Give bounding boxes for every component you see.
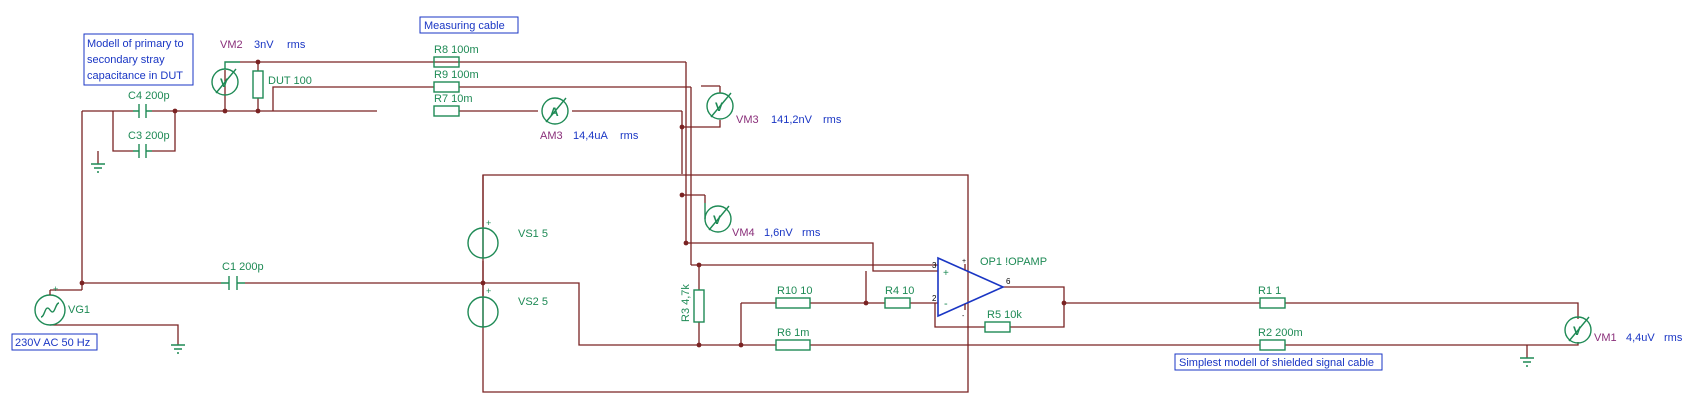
r6-label: R6 1m xyxy=(777,327,809,339)
note-shield-cable: Simplest modell of shielded signal cable xyxy=(1174,353,1383,371)
am3-value: 14,4uA xyxy=(573,130,609,142)
note-source-spec: 230V AC 50 Hz xyxy=(11,333,98,351)
note-line-1: Modell of primary to xyxy=(87,38,184,50)
vs1-source: + xyxy=(467,218,499,259)
r8-label: R8 100m xyxy=(434,44,479,56)
r4-label: R4 10 xyxy=(885,285,914,297)
c3-capacitor xyxy=(133,144,152,158)
meter-readouts: VM2 3nV rms AM3 14,4uA rms VM3 141,2nV r… xyxy=(220,39,1683,344)
vm3-value: 141,2nV xyxy=(771,114,813,126)
vm2-unit: rms xyxy=(287,39,306,51)
capacitors xyxy=(133,104,245,290)
r5-label: R5 10k xyxy=(987,309,1022,321)
svg-text:+: + xyxy=(962,258,966,265)
ground-icon xyxy=(171,344,185,354)
ground-icon xyxy=(1520,357,1534,367)
vm1-symbol: V xyxy=(1573,324,1581,338)
note-line-3: capacitance in DUT xyxy=(87,70,183,82)
minus-sign: - xyxy=(944,298,948,310)
svg-text:Simplest modell of shielded si: Simplest modell of shielded signal cable xyxy=(1179,357,1374,369)
note-stray-capacitance: Modell of primary to secondary stray cap… xyxy=(83,33,194,86)
vm2-symbol: V xyxy=(220,76,228,90)
am3-meter: A xyxy=(541,97,569,125)
r8-body xyxy=(433,56,460,68)
r3-body xyxy=(693,289,705,323)
am3-symbol: A xyxy=(550,105,559,119)
r9-body xyxy=(433,81,460,93)
vs1-label: VS1 5 xyxy=(518,228,548,240)
vs2-label: VS2 5 xyxy=(518,296,548,308)
r6-body xyxy=(775,339,811,351)
vm3-symbol: V xyxy=(715,100,723,114)
dut-body xyxy=(252,70,264,99)
svg-text:-: - xyxy=(962,313,965,320)
pin-6-label: 6 xyxy=(1006,277,1011,286)
vm3-unit: rms xyxy=(823,114,842,126)
r1-body xyxy=(1259,297,1286,309)
vm3-name: VM3 xyxy=(736,114,759,126)
op1-label: OP1 !OPAMP xyxy=(980,256,1047,268)
r9-label: R9 100m xyxy=(434,69,479,81)
component-labels: R8 100m R9 100m R7 10m DUT 100 C4 200p C… xyxy=(68,44,1303,339)
c1-label: C1 200p xyxy=(222,261,264,273)
vg1-label: VG1 xyxy=(68,304,90,316)
am3-name: AM3 xyxy=(540,130,563,142)
r4-body xyxy=(884,297,911,309)
resistors xyxy=(252,56,1286,351)
r2-label: R2 200m xyxy=(1258,327,1303,339)
r1-label: R1 1 xyxy=(1258,285,1281,297)
vm4-meter: V xyxy=(704,203,732,233)
vm1-unit: rms xyxy=(1664,332,1683,344)
vm3-meter: V xyxy=(706,92,734,120)
svg-text:+: + xyxy=(486,286,491,296)
r10-label: R10 10 xyxy=(777,285,812,297)
r3-label: R3 4,7k xyxy=(680,284,692,322)
svg-text:+: + xyxy=(53,284,58,294)
pin-labels: 3 2 6 + - + - xyxy=(932,258,1011,320)
pin-3-label: 3 xyxy=(932,261,937,270)
c3-label: C3 200p xyxy=(128,130,170,142)
c4-capacitor xyxy=(133,104,152,118)
r10-body xyxy=(775,297,811,309)
vs2-source: + xyxy=(467,286,499,328)
r7-body xyxy=(433,105,460,117)
vm4-name: VM4 xyxy=(732,227,755,239)
note-measuring-cable: Measuring cable xyxy=(419,16,519,34)
svg-text:Measuring cable: Measuring cable xyxy=(424,20,505,32)
vm2-value: 3nV xyxy=(254,39,274,51)
r5-body xyxy=(984,321,1011,333)
vm2-name: VM2 xyxy=(220,39,243,51)
c1-capacitor xyxy=(221,276,245,290)
r2-body xyxy=(1259,339,1286,351)
c4-label: C4 200p xyxy=(128,90,170,102)
plus-sign: + xyxy=(943,268,949,279)
dut-label: DUT 100 xyxy=(268,75,312,87)
vm1-name: VM1 xyxy=(1594,332,1617,344)
vm2-meter: V xyxy=(211,61,240,96)
vm1-value: 4,4uV xyxy=(1626,332,1655,344)
op-amp xyxy=(937,256,1005,318)
ground-icon xyxy=(91,163,105,173)
note-line-2: secondary stray xyxy=(87,54,165,66)
vm4-symbol: V xyxy=(713,213,721,227)
am3-unit: rms xyxy=(620,130,639,142)
svg-text:+: + xyxy=(486,218,491,228)
r7-label: R7 10m xyxy=(434,93,473,105)
svg-text:230V AC 50 Hz: 230V AC 50 Hz xyxy=(15,337,90,349)
vm4-unit: rms xyxy=(802,227,821,239)
pin-2-label: 2 xyxy=(932,294,937,303)
junctions xyxy=(79,59,1067,348)
vm1-meter: V xyxy=(1564,316,1592,344)
vm4-value: 1,6nV xyxy=(764,227,793,239)
vg1-generator: + xyxy=(34,284,82,326)
